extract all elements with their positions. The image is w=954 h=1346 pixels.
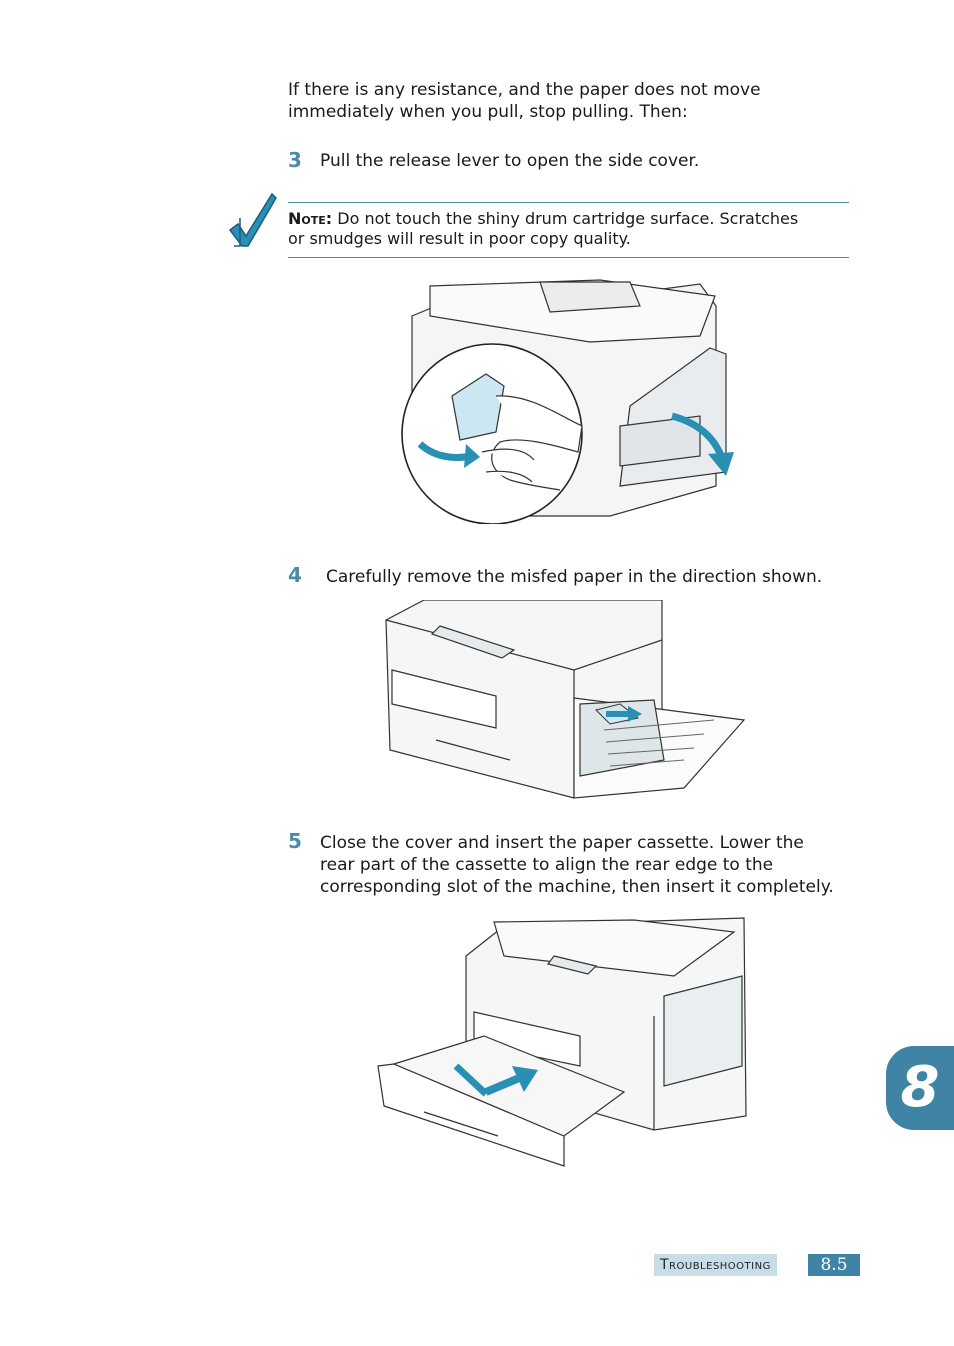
misfed-paper-illustration [384, 599, 746, 800]
chapter-tab: 8 [886, 1046, 954, 1130]
note-line-2: or smudges will result in poor copy qual… [288, 229, 631, 248]
insert-cassette-illustration [374, 916, 750, 1168]
step-3-text: Pull the release lever to open the side … [320, 151, 700, 171]
note-label: Note: [288, 209, 333, 228]
footer-page-number: 8.5 [808, 1254, 860, 1276]
intro-line-1: If there is any resistance, and the pape… [288, 80, 761, 100]
step-5-line-2: rear part of the cassette to align the r… [320, 855, 774, 875]
step-4-text: Carefully remove the misfed paper in the… [326, 567, 823, 587]
step-4-number: 4 [288, 563, 302, 587]
intro-paragraph: If there is any resistance, and the pape… [288, 79, 888, 123]
note-line-1: Do not touch the shiny drum cartridge su… [337, 209, 799, 228]
release-lever-illustration [400, 276, 740, 525]
step-5-number: 5 [288, 829, 302, 853]
note-text: Note: Do not touch the shiny drum cartri… [288, 209, 853, 249]
step-3-number: 3 [288, 148, 302, 172]
note-top-rule [288, 202, 849, 203]
step-5-line-1: Close the cover and insert the paper cas… [320, 833, 804, 853]
note-bottom-rule [288, 257, 849, 258]
step-5-text: Close the cover and insert the paper cas… [320, 832, 880, 898]
intro-line-2: immediately when you pull, stop pulling.… [288, 102, 688, 122]
checkmark-icon [228, 190, 278, 250]
step-5-line-3: corresponding slot of the machine, then … [320, 877, 834, 897]
footer-section-label: Troubleshooting [654, 1254, 777, 1276]
